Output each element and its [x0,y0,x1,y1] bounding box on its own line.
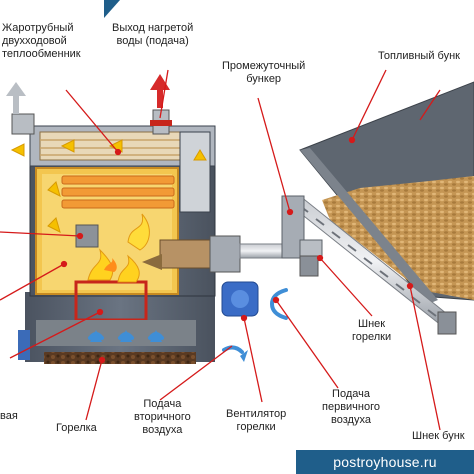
air-arrow-heads [90,330,248,362]
boiler [11,109,216,364]
flame-icon [87,213,150,283]
corner-decoration [104,0,120,18]
label-hopper-auger: Шнек бунк [412,430,465,442]
label-fuel-hopper: Топливный бунк [378,50,460,62]
fire-tubes [61,175,175,209]
label-burner: Горелка [56,422,97,434]
ash-pan [36,320,196,346]
burner-housing [209,235,241,273]
ash-layer [44,352,196,364]
label-hot-water-outlet: Выход нагретой воды (подача) [112,22,194,47]
hopper-floor [300,148,438,304]
label-burner-fan: Вентилятор горелки [226,408,287,433]
burner-body [159,239,213,269]
label-heat-exchanger: Жаротрубный двухходовой теплообменник [2,22,81,60]
return-water-inlet [18,330,30,360]
outlet-flange [150,120,172,126]
label-primary-air: Подача первичного воздуха [322,388,380,426]
rear-flue-chamber [179,131,211,213]
flue-gas-arrows [10,139,207,233]
return-water-arrow-icon [6,82,26,114]
fuel-hopper [299,81,474,304]
auger-motor [299,255,319,277]
leader-lines [0,69,441,431]
label-cut-left: вая [0,410,18,422]
label-burner-auger: Шнек горелки [352,318,392,343]
label-secondary-air: Подача вторичного воздуха [134,398,191,436]
watermark: postroyhouse.ru [296,450,474,474]
pellet-fuel [322,176,474,300]
return-pipe [11,113,35,135]
burner-nozzle [142,254,162,270]
label-intermediate-hopper: Промежуточный бункер [222,60,306,85]
